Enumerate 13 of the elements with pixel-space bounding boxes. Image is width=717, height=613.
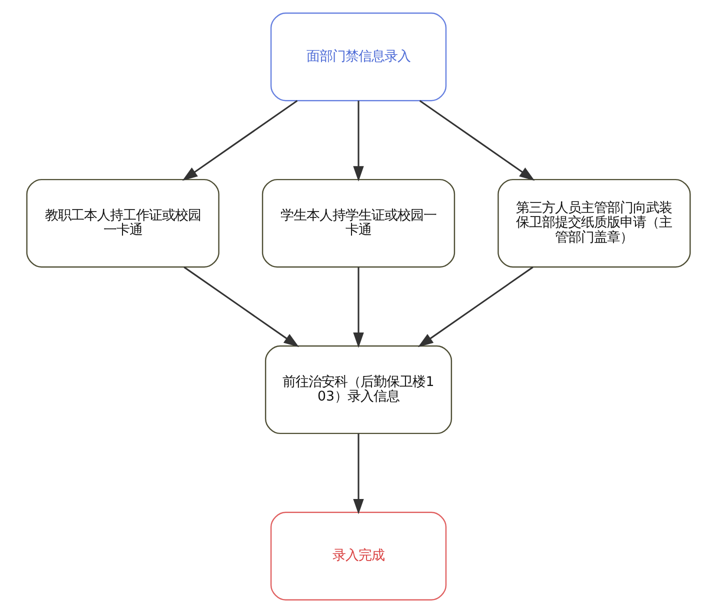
node-box: 学生本人持学生证或校园一卡通 — [262, 178, 456, 268]
arrow — [184, 266, 300, 348]
arrow — [182, 100, 298, 181]
arrow — [418, 266, 534, 348]
node-box: 录入完成 — [270, 512, 447, 600]
arrow — [353, 100, 364, 182]
arrow — [353, 434, 364, 514]
node-box: 面部门禁信息录入 — [270, 12, 447, 102]
node-box: 第三方人员主管部门向武装保卫部提交纸质版申请（主管部门盖章） — [498, 178, 691, 268]
arrow — [419, 100, 535, 181]
arrow — [353, 267, 364, 348]
node-box: 教职工本人持工作证或校园一卡通 — [26, 178, 220, 268]
node-box: 前往治安科（后勤保卫楼103）录入信息 — [264, 345, 452, 434]
